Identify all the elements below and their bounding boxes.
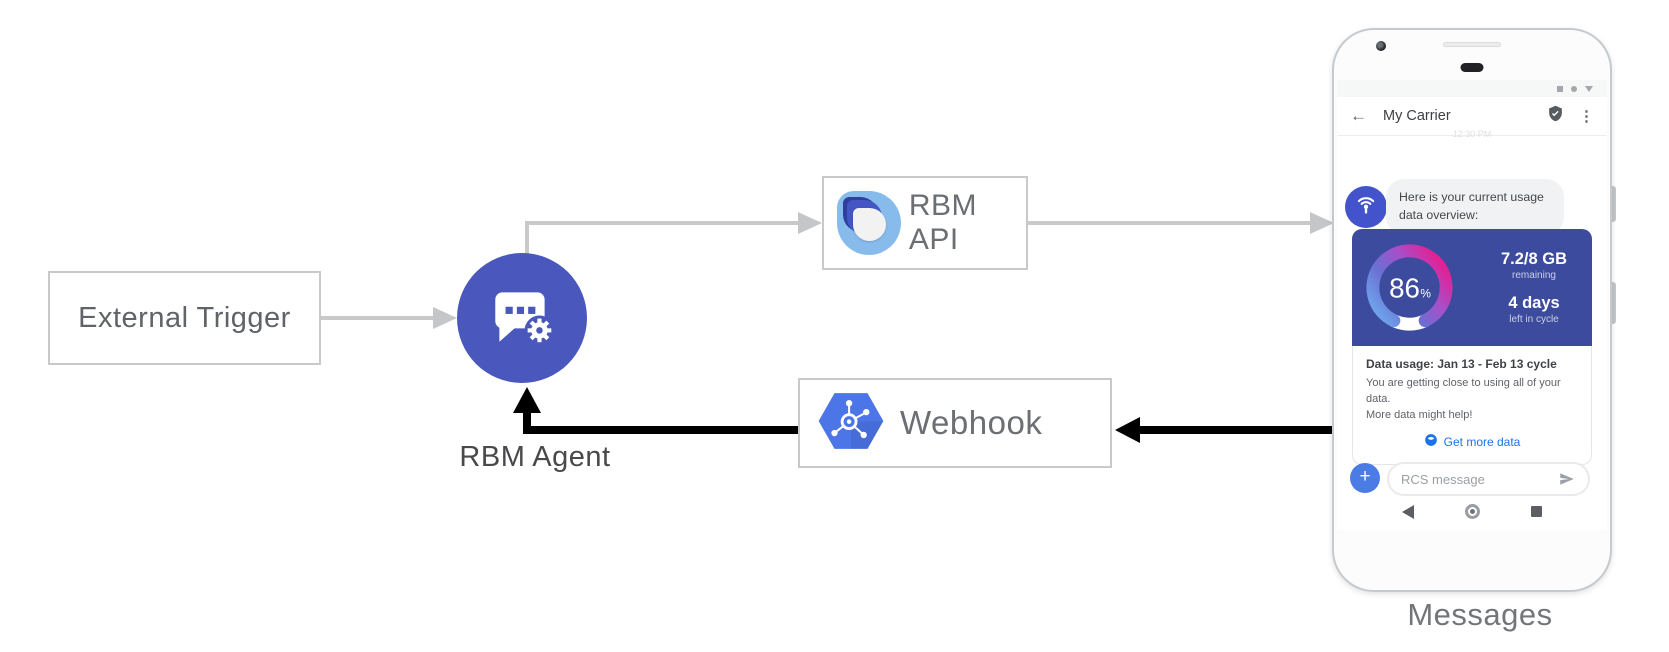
arrow-trigger-to-agent-line xyxy=(321,316,437,320)
plus-icon: + xyxy=(1359,466,1371,487)
status-wifi-icon xyxy=(1571,85,1577,92)
attach-plus-button[interactable]: + xyxy=(1350,463,1380,493)
remaining-value: 7.2/8 GB xyxy=(1500,250,1568,268)
message-timestamp: 12:30 PM xyxy=(1452,129,1492,139)
usage-detail-card: Data usage: Jan 13 - Feb 13 cycle You ar… xyxy=(1352,346,1592,465)
rbm-api-label: RBM API xyxy=(908,189,978,256)
status-signal-icon xyxy=(1557,85,1563,92)
send-icon[interactable] xyxy=(1558,470,1576,488)
webhook-box: Webhook xyxy=(798,378,1112,468)
earpiece xyxy=(1460,63,1484,72)
arrow-phone-to-webhook-line xyxy=(1140,426,1334,434)
rbm-api-box: RBM API xyxy=(822,176,1028,270)
arrow-webhook-to-agent-vline xyxy=(523,411,531,430)
days-label: left in cycle xyxy=(1509,314,1559,325)
bubble-text-line2: data overview: xyxy=(1399,207,1479,222)
pubsub-hexagon-icon xyxy=(818,392,884,455)
usage-gauge: 86 % xyxy=(1366,244,1453,331)
phone-screen: ← My Carrier ⋮ 12:30 PM xyxy=(1337,80,1607,530)
arrow-api-to-phone-head xyxy=(1310,212,1334,234)
webhook-label: Webhook xyxy=(900,404,1043,441)
conversation-app-bar: ← My Carrier ⋮ xyxy=(1337,97,1607,136)
rbm-agent-label: RBM Agent xyxy=(459,441,611,473)
arrow-trigger-to-agent-head xyxy=(433,307,457,329)
status-bar xyxy=(1337,80,1607,97)
arrow-api-to-phone-line xyxy=(1028,221,1310,225)
external-trigger-label: External Trigger xyxy=(78,301,291,334)
messages-caption: Messages xyxy=(1407,597,1553,632)
agent-message-bubble: Here is your current usage data overview… xyxy=(1386,179,1564,235)
phone-mockup: ← My Carrier ⋮ 12:30 PM xyxy=(1332,28,1612,592)
rbm-api-logo xyxy=(837,191,901,255)
external-trigger-box: External Trigger xyxy=(48,271,321,365)
back-arrow-icon[interactable]: ← xyxy=(1350,106,1367,125)
globe-icon xyxy=(1424,433,1438,452)
gauge-percent-sign: % xyxy=(1420,286,1431,300)
usage-card-title: Data usage: Jan 13 - Feb 13 cycle xyxy=(1366,357,1557,371)
nav-home-icon[interactable] xyxy=(1465,504,1480,519)
arrow-agent-to-api-vline xyxy=(525,223,529,255)
remaining-label: remaining xyxy=(1512,270,1556,281)
get-more-data-button[interactable]: Get more data xyxy=(1366,433,1578,452)
arrow-phone-to-webhook-head xyxy=(1115,417,1140,443)
rcs-message-placeholder: RCS message xyxy=(1401,471,1485,487)
conversation-title: My Carrier xyxy=(1383,108,1451,124)
chat-bubble-gear-icon xyxy=(485,279,559,358)
nav-recents-icon[interactable] xyxy=(1531,506,1542,517)
phone-power-button xyxy=(1610,186,1616,222)
front-camera xyxy=(1376,41,1386,51)
status-battery-icon xyxy=(1585,85,1593,92)
usage-card-body-line2: More data might help! xyxy=(1366,408,1473,421)
overflow-menu-icon[interactable]: ⋮ xyxy=(1579,108,1594,125)
phone-volume-button xyxy=(1610,282,1616,324)
arrow-agent-to-api-hline xyxy=(525,221,798,225)
rbm-agent-node xyxy=(457,253,587,383)
arrow-webhook-to-agent-head xyxy=(513,387,541,413)
android-nav-bar xyxy=(1337,504,1607,519)
days-value: 4 days xyxy=(1508,294,1560,312)
carrier-avatar xyxy=(1345,186,1387,228)
usage-card-body-line1: You are getting close to using all of yo… xyxy=(1366,377,1561,405)
verified-shield-icon[interactable] xyxy=(1547,105,1564,127)
usage-stats: 7.2/8 GB remaining 4 days left in cycle xyxy=(1482,229,1586,346)
nav-back-icon[interactable] xyxy=(1402,504,1414,519)
speaker-grille xyxy=(1443,42,1501,47)
get-more-data-label: Get more data xyxy=(1443,435,1521,450)
antenna-avatar-icon xyxy=(1353,192,1379,223)
arrow-agent-to-api-head xyxy=(798,212,822,234)
bubble-text-line1: Here is your current usage xyxy=(1399,190,1544,204)
usage-gauge-card: 86 % 7.2/8 GB remaining 4 days left in c… xyxy=(1352,229,1592,346)
arrow-webhook-to-agent-hline xyxy=(523,426,798,434)
gauge-percent: 86 xyxy=(1389,272,1420,303)
rcs-message-input[interactable]: RCS message xyxy=(1387,462,1590,496)
